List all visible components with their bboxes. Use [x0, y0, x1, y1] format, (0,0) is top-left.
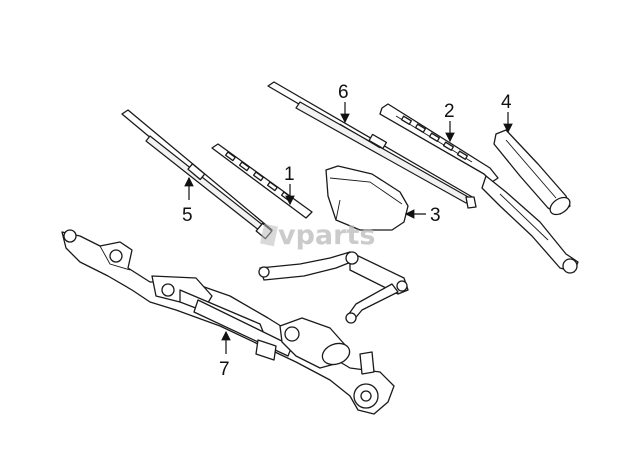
callout-6: 6 — [338, 82, 350, 124]
svg-text:4: 4 — [501, 92, 512, 113]
callout-4: 4 — [501, 92, 513, 134]
svg-text:5: 5 — [182, 205, 193, 226]
watermark: vparts — [260, 220, 375, 251]
svg-text:2: 2 — [444, 101, 455, 122]
watermark-text: vparts — [278, 220, 375, 251]
part-1-wiper-blade — [211, 143, 313, 219]
part-5-wiper-blade — [121, 109, 273, 240]
part-4-arm-cap — [493, 129, 571, 216]
part-6-wiper-blade — [267, 81, 477, 209]
part-2-wiper-blade — [379, 103, 499, 183]
svg-text:6: 6 — [338, 82, 349, 103]
svg-text:3: 3 — [430, 205, 441, 226]
callout-5: 5 — [182, 176, 194, 226]
linkage-crank — [258, 251, 409, 324]
callout-2: 2 — [444, 101, 455, 143]
callout-7: 7 — [219, 330, 231, 380]
callout-3: 3 — [404, 205, 441, 226]
part-3-cover — [325, 165, 409, 231]
part-7-linkage-motor — [61, 229, 395, 415]
svg-text:1: 1 — [284, 164, 295, 185]
svg-text:7: 7 — [219, 359, 230, 380]
part-2-wiper-arm — [481, 175, 579, 274]
callout-1: 1 — [284, 164, 295, 206]
